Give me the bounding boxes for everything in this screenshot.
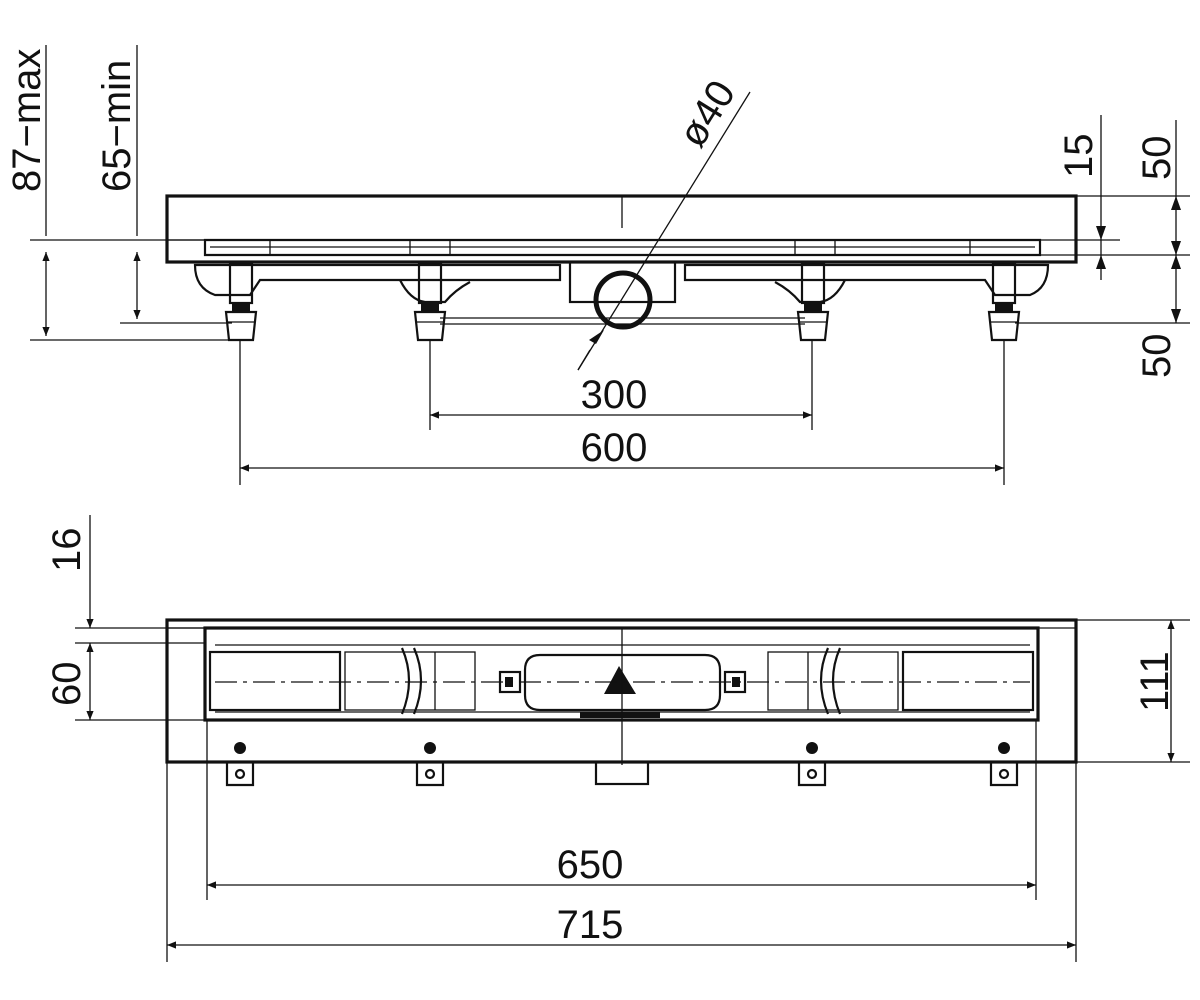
side-view-foot <box>224 261 258 342</box>
label-300: 300 <box>581 373 648 417</box>
top-view-dimensions <box>75 515 1190 962</box>
top-view <box>165 618 1078 787</box>
label-15: 15 <box>1057 134 1101 179</box>
side-view-foot <box>987 261 1021 342</box>
side-view-dimensions <box>30 45 1190 485</box>
outlet-pipe <box>593 270 653 330</box>
label-50-bottom: 50 <box>1135 334 1179 379</box>
label-16: 16 <box>45 528 89 573</box>
side-view-foot <box>413 261 447 342</box>
sump-box <box>523 653 722 712</box>
label-60: 60 <box>45 662 89 707</box>
label-111: 111 <box>1133 651 1177 712</box>
label-50-top: 50 <box>1135 136 1179 181</box>
side-view <box>165 194 1078 342</box>
label-87-max: 87−max <box>5 49 49 192</box>
side-view-foot <box>796 261 830 342</box>
label-600: 600 <box>581 426 648 470</box>
label-715: 715 <box>557 903 624 947</box>
label-65-min: 65−min <box>95 60 139 192</box>
label-diameter-40: ø40 <box>670 73 744 155</box>
label-650: 650 <box>557 843 624 887</box>
drain-direction-icon <box>604 666 636 694</box>
